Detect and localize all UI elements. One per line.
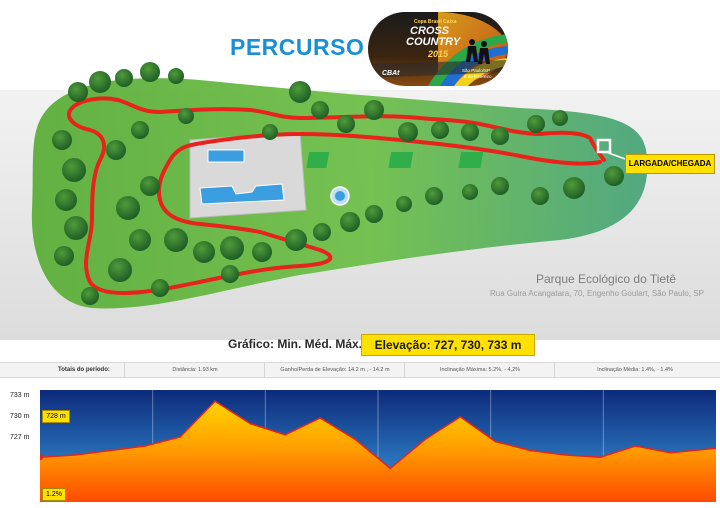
course-map xyxy=(31,62,648,309)
chart-summary-label: Gráfico: Min. Méd. Máx. xyxy=(228,337,363,351)
profile-point xyxy=(74,454,76,456)
profile-point xyxy=(354,438,357,441)
event-logo: Copa Brasil Caixa CROSS COUNTRY 2015 CBA… xyxy=(368,12,508,86)
page-title: PERCURSO xyxy=(230,34,365,60)
start-finish-label: LARGADA/CHEGADA xyxy=(625,154,715,174)
profile-point xyxy=(634,445,637,447)
profile-point xyxy=(40,456,41,458)
field-1 xyxy=(306,152,330,168)
elevation-profile xyxy=(40,390,716,502)
profile-point xyxy=(494,440,497,443)
elevation-summary-box: Elevação: 727, 730, 733 m xyxy=(361,334,535,356)
logo-top-line: Copa Brasil Caixa xyxy=(414,19,457,25)
current-grade-label: 1.2% xyxy=(42,488,66,501)
logo-line1: CROSS xyxy=(410,25,450,37)
logo-sponsor: CBAt xyxy=(382,70,400,77)
trees xyxy=(52,62,624,305)
profile-point xyxy=(214,400,216,402)
stat-gain-loss: Ganho/Perda de Elevação: 14.2 m , - 14.2… xyxy=(264,363,405,377)
stat-avg-grade: Inclinação Média: 1.4%, - 1.4% xyxy=(554,363,715,377)
logo-location: São Paulo/SP xyxy=(462,68,491,73)
profile-point xyxy=(669,451,672,454)
profile-area xyxy=(40,401,716,502)
paved-area xyxy=(189,131,307,219)
profile-point xyxy=(179,436,181,438)
logo-year: 2015 xyxy=(428,49,449,59)
logo-date: 8 de fevereiro xyxy=(464,74,492,79)
logo-line2: COUNTRY xyxy=(406,36,461,48)
field-3 xyxy=(458,152,484,168)
profile-point xyxy=(459,416,462,418)
stats-heading: Totais do período: xyxy=(58,367,110,373)
park-name: Parque Ecológico do Tietê xyxy=(536,272,677,286)
current-elevation-label: 728 m xyxy=(42,410,70,423)
stat-max-grade: Inclinação Máxima: 5.2%, - 4,2% xyxy=(404,363,555,377)
profile-point xyxy=(389,467,392,470)
profile-point xyxy=(715,447,716,450)
profile-line xyxy=(40,400,716,470)
start-marker xyxy=(596,138,612,154)
profile-cursor xyxy=(40,454,43,461)
pool-1 xyxy=(207,149,245,163)
profile-point xyxy=(424,438,427,441)
profile-point xyxy=(319,417,322,419)
profile-point xyxy=(529,449,532,452)
y-label-730: 730 m xyxy=(10,413,30,420)
profile-point xyxy=(109,449,111,452)
field-2 xyxy=(388,152,414,168)
profile-point xyxy=(144,445,146,447)
y-label-733: 733 m xyxy=(10,392,30,399)
profile-point xyxy=(564,454,567,456)
y-label-727: 727 m xyxy=(10,434,30,441)
profile-point xyxy=(599,456,602,458)
pool-2 xyxy=(199,183,285,205)
stat-distance: Distância: 1.93 km xyxy=(124,363,265,377)
logo-art xyxy=(368,12,508,86)
profile-point xyxy=(249,422,251,425)
profile-point xyxy=(284,434,286,436)
park-address: Rua Guira Acangatara, 70, Engenho Goular… xyxy=(490,289,704,298)
stats-bar: Totais do período: Distância: 1.93 km Ga… xyxy=(0,362,720,378)
